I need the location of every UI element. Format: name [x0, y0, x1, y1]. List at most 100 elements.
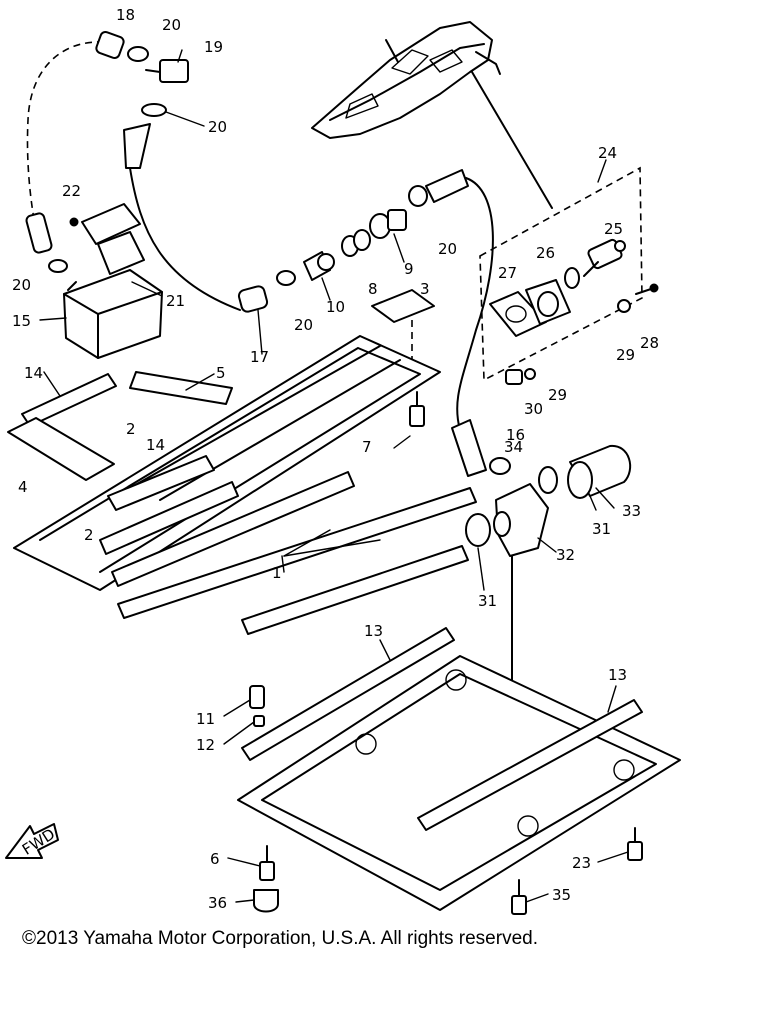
part-14-strap-b — [107, 455, 215, 511]
callout-20: 20 — [12, 276, 31, 294]
part-2-strap — [99, 481, 239, 555]
part-8-washers — [341, 229, 371, 257]
part-33-elbow-hose — [567, 444, 632, 499]
part-3-bracket — [371, 289, 435, 323]
fwd-arrow-icon: FWD — [5, 823, 59, 859]
part-11-collar — [249, 685, 265, 709]
part-30-nut — [505, 368, 536, 385]
part-1-strip-b — [117, 487, 477, 619]
callout-29: 29 — [616, 346, 635, 364]
callout-3: 3 — [420, 280, 430, 298]
callout-10: 10 — [326, 298, 345, 316]
callout-26: 26 — [536, 244, 555, 262]
callout-6: 6 — [210, 850, 220, 868]
part-1-strip-c — [241, 545, 469, 635]
callout-9: 9 — [404, 260, 414, 278]
part-29-washer — [617, 299, 631, 313]
callout-33: 33 — [622, 502, 641, 520]
part-4-strap — [7, 417, 115, 481]
callout-labels: 18 20 19 20 22 20 21 15 14 5 2 14 4 2 1 … — [12, 6, 659, 912]
callout-14: 14 — [24, 364, 43, 382]
callout-32: 32 — [556, 546, 575, 564]
callout-14: 14 — [146, 436, 165, 454]
part-22-screw — [69, 217, 79, 227]
part-31-clamp-b — [465, 513, 491, 547]
callout-35: 35 — [552, 886, 571, 904]
part-32-fitting — [493, 483, 549, 557]
part-35-bolt — [511, 879, 527, 915]
part-36-cap — [253, 889, 279, 913]
watercraft-illustration — [311, 21, 501, 139]
callout-31: 31 — [478, 592, 497, 610]
callout-8: 8 — [368, 280, 378, 298]
hose-line-17 — [129, 167, 241, 311]
callout-16: 16 — [506, 426, 525, 444]
part-16-hose — [451, 419, 487, 477]
callout-leaders — [39, 49, 629, 903]
callout-36: 36 — [208, 894, 227, 912]
callout-25: 25 — [604, 220, 623, 238]
callout-20: 20 — [162, 16, 181, 34]
part-20-clamp-e — [48, 259, 68, 273]
callout-7: 7 — [362, 438, 372, 456]
part-19-valve — [145, 59, 189, 83]
callout-15: 15 — [12, 312, 31, 330]
part-13-strap-a — [241, 627, 455, 761]
leader-line — [471, 71, 553, 209]
part-31-clamp-a — [538, 466, 558, 494]
callout-12: 12 — [196, 736, 215, 754]
callout-20: 20 — [438, 240, 457, 258]
callout-28: 28 — [640, 334, 659, 352]
callout-23: 23 — [572, 854, 591, 872]
callout-29: 29 — [548, 386, 567, 404]
part-1-strip-a — [111, 471, 355, 587]
hose-segment-upper — [123, 123, 151, 169]
part-6-bolt — [259, 845, 275, 881]
hose-segment-right — [425, 169, 469, 203]
callout-22: 22 — [62, 182, 81, 200]
callout-5: 5 — [216, 364, 226, 382]
part-13-strap-b — [417, 699, 643, 831]
part-23-bolt — [627, 827, 643, 861]
callout-18: 18 — [116, 6, 135, 24]
hose-line-16 — [456, 177, 494, 431]
part-28-bolt — [635, 283, 659, 295]
callout-20: 20 — [208, 118, 227, 136]
callout-1: 1 — [272, 564, 282, 582]
callout-19: 19 — [204, 38, 223, 56]
callout-13: 13 — [364, 622, 383, 640]
hose-segment-15 — [25, 212, 53, 254]
lower-frame — [237, 655, 681, 911]
part-26-o-ring — [564, 267, 580, 289]
copyright-notice: ©2013 Yamaha Motor Corporation, U.S.A. A… — [22, 928, 538, 949]
part-20-clamp-b — [141, 103, 167, 117]
callout-17: 17 — [250, 348, 269, 366]
hose-dash-left — [26, 41, 105, 231]
part-15-box — [63, 269, 163, 359]
part-12-spring — [253, 715, 265, 727]
main-frame-left — [13, 335, 441, 591]
callout-27: 27 — [498, 264, 517, 282]
callout-2: 2 — [84, 526, 94, 544]
part-21-bracket — [81, 203, 145, 275]
part-20-clamp-c — [276, 270, 296, 286]
callout-11: 11 — [196, 710, 215, 728]
callout-31: 31 — [592, 520, 611, 538]
part-34-clamp — [489, 457, 511, 475]
part-17-hose — [237, 285, 269, 313]
part-9-fitting — [369, 209, 407, 239]
part-10-fitting — [303, 251, 335, 281]
part-20-clamp-d — [408, 185, 428, 207]
callout-2: 2 — [126, 420, 136, 438]
grille-assembly-box — [479, 166, 643, 382]
callout-4: 4 — [18, 478, 28, 496]
callout-20: 20 — [294, 316, 313, 334]
callout-21: 21 — [166, 292, 185, 310]
callout-24: 24 — [598, 144, 617, 162]
callout-34: 34 — [504, 438, 523, 456]
part-25-drain-cock — [583, 238, 626, 277]
part-7-bolt — [409, 391, 425, 427]
part-18-hose-fitting — [95, 30, 125, 60]
part-flange — [525, 279, 571, 325]
callout-30: 30 — [524, 400, 543, 418]
